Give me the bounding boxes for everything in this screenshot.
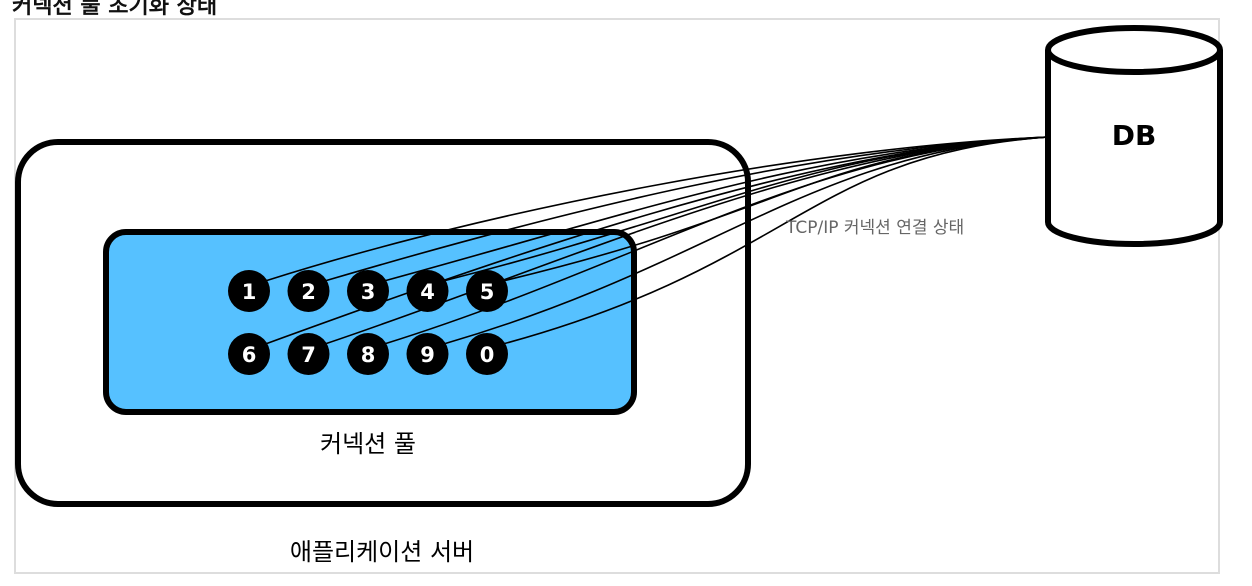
application-server-label: 애플리케이션 서버: [290, 538, 474, 566]
connection-node: [347, 333, 389, 375]
database-top: [1045, 25, 1223, 75]
connection-node-label: 6: [242, 343, 257, 367]
connection-line: [445, 136, 1049, 345]
connection-pool-label: 커넥션 풀: [320, 430, 416, 458]
top-caption: 커넥션 풀 초기화 상태: [12, 0, 218, 19]
connection-pool-box: [103, 229, 637, 415]
connection-line: [326, 136, 1049, 282]
connection-line: [504, 136, 1049, 345]
connection-node: [406, 270, 449, 312]
connection-node-label: 7: [301, 343, 316, 367]
connection-node: [466, 270, 508, 312]
connection-node-label: 0: [480, 343, 495, 367]
connection-node: [228, 270, 270, 312]
connection-node-label: 5: [480, 280, 495, 304]
connection-node: [228, 333, 270, 375]
database-cylinder: [1045, 25, 1223, 247]
connection-node: [466, 333, 508, 375]
connection-nodes: 1 2 3 4 5 6 7 8 9 0: [228, 270, 508, 375]
connection-node-label: 8: [361, 343, 376, 367]
connection-node: [287, 270, 330, 312]
connection-node-label: 2: [301, 280, 316, 304]
db-label: DB: [1112, 119, 1157, 152]
connection-node-label: 1: [242, 280, 257, 304]
connection-node-label: 9: [420, 343, 435, 367]
database-body: [1045, 50, 1223, 247]
connection-node: [287, 333, 330, 375]
connection-node-label: 4: [420, 280, 435, 304]
connection-node: [406, 333, 449, 375]
connection-node: [347, 270, 389, 312]
connection-line: [266, 136, 1049, 282]
connection-node-label: 3: [361, 280, 376, 304]
connection-state-label: TCP/IP 커넥션 연결 상태: [785, 218, 964, 238]
